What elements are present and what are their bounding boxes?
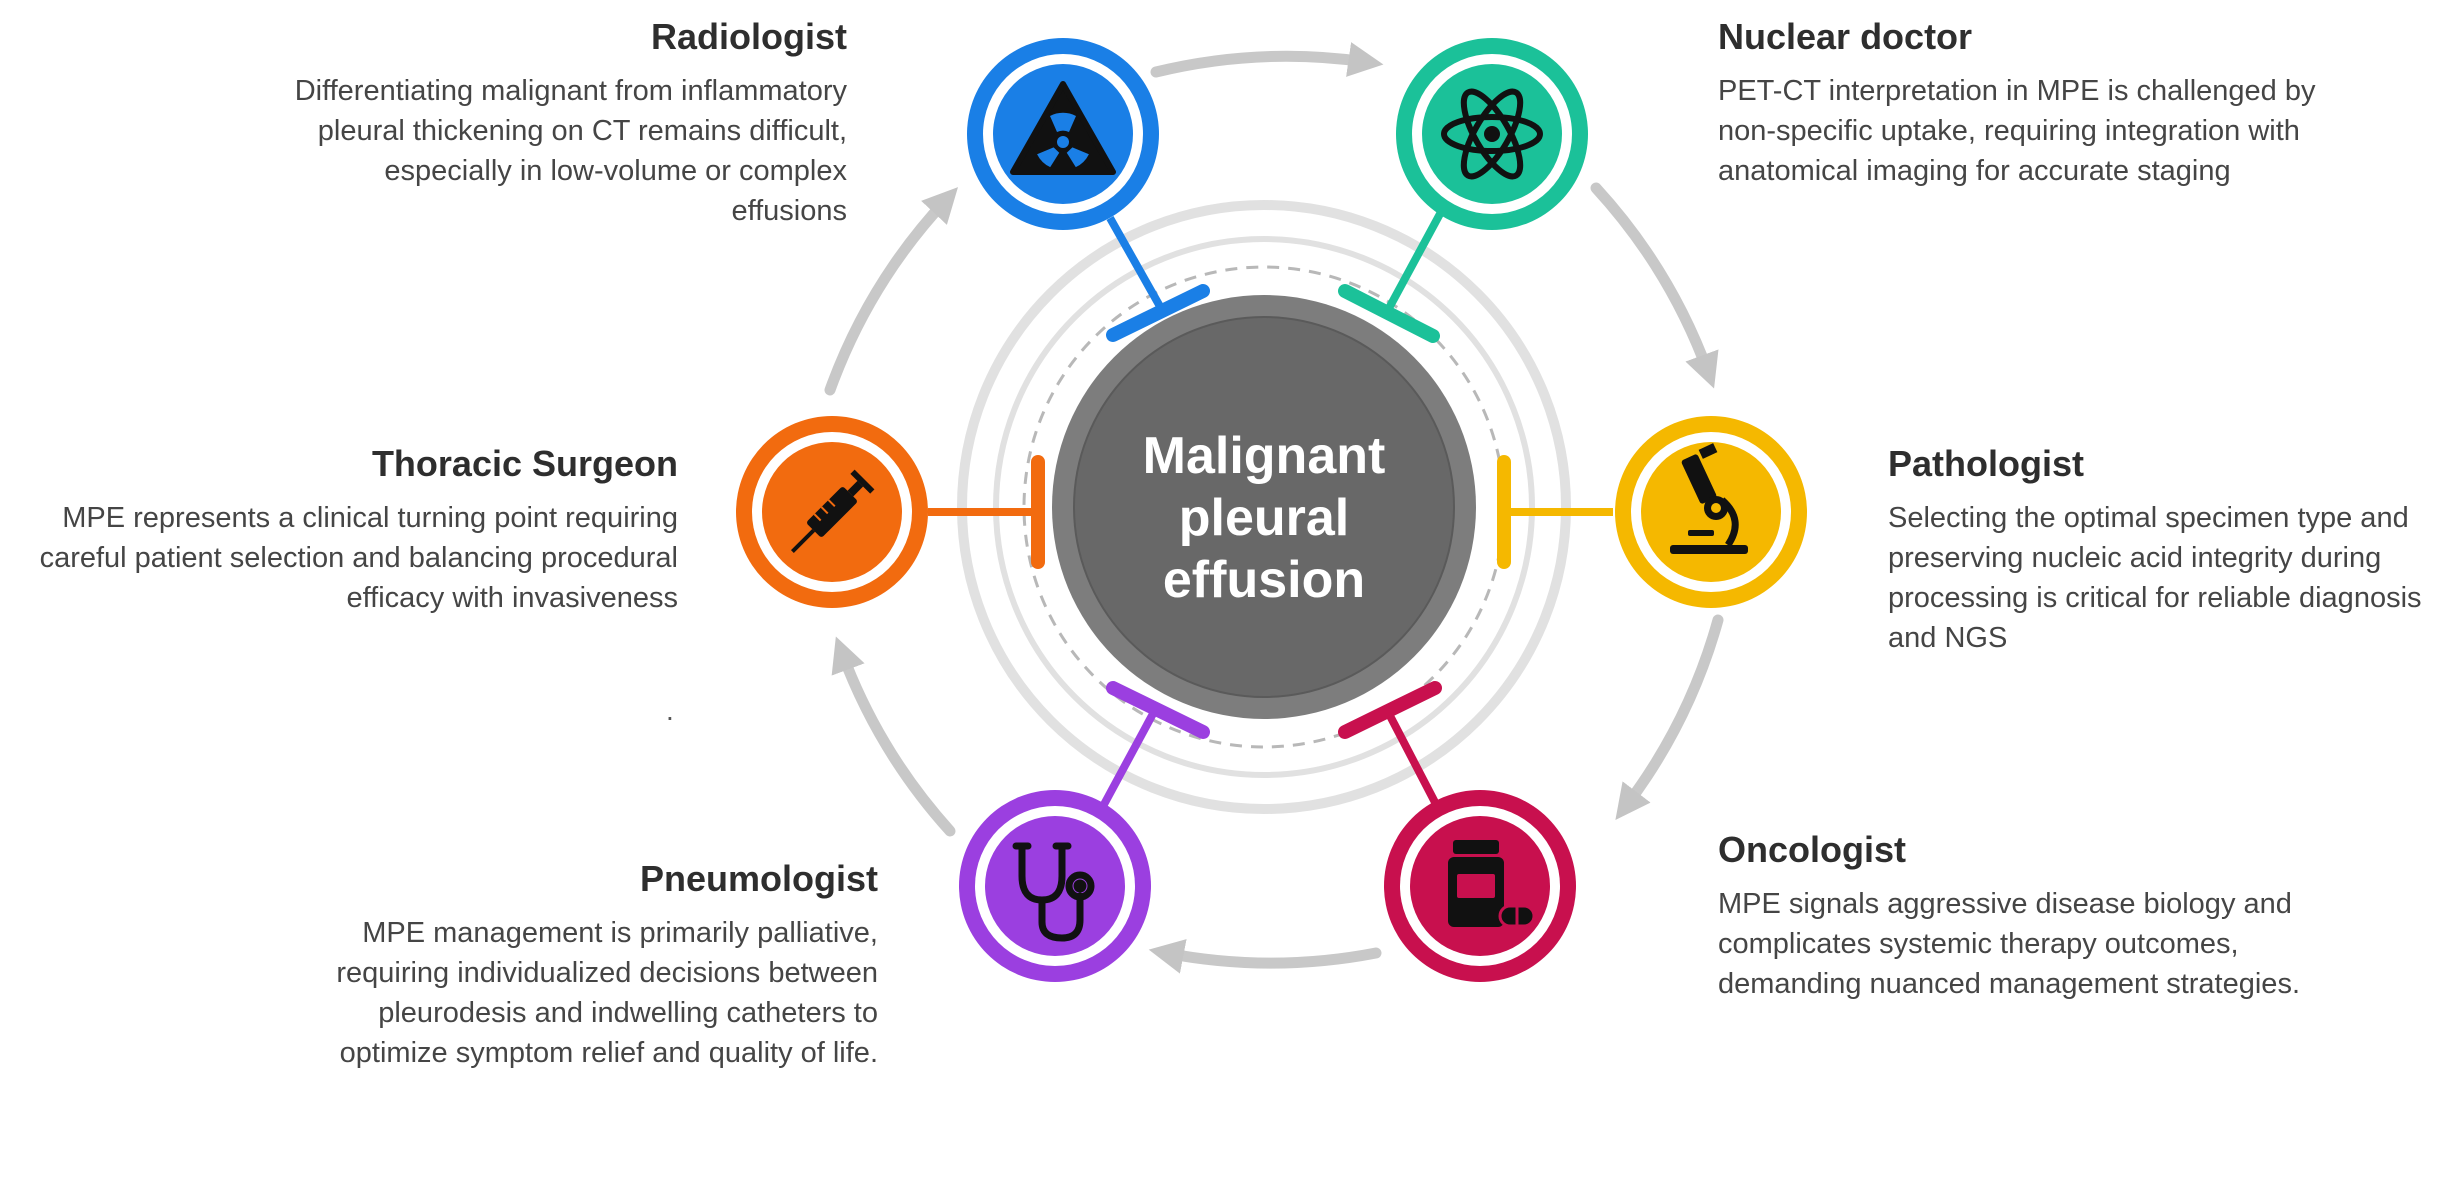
oncologist-title: Oncologist	[1718, 829, 1906, 870]
center-label-line2: pleural	[1179, 489, 1350, 547]
stethoscope-icon	[1012, 842, 1095, 942]
center-label-line1: Malignant	[1143, 427, 1386, 485]
node-oncologist	[1384, 790, 1576, 982]
surgeon-description: MPE represents a clinical turning point …	[39, 502, 678, 615]
node-nuclear	[1396, 38, 1588, 230]
node-pathologist	[1615, 416, 1807, 608]
atom-icon	[1441, 88, 1543, 180]
pneumologist-title: Pneumologist	[639, 858, 878, 899]
cycle-arrows	[824, 42, 1724, 974]
connector-radiologist	[1106, 216, 1210, 342]
node-pneumologist	[959, 790, 1151, 982]
radiologist-description: Differentiating malignant from inflammat…	[294, 75, 847, 228]
arrow-oncologist-to-pneumologist	[1148, 939, 1382, 974]
radiation-icon	[1010, 81, 1116, 175]
pathologist-title: Pathologist	[1888, 443, 2084, 484]
connector-oncologist	[1338, 681, 1443, 812]
nuclear-title: Nuclear doctor	[1718, 16, 1973, 57]
role-pathologist: Pathologist Selecting the optimal specim…	[1888, 443, 2433, 658]
arrow-nuclear-to-pathologist	[1590, 182, 1719, 389]
arrow-surgeon-to-radiologist	[824, 187, 958, 396]
role-pneumologist: Pneumologist MPE management is primarily…	[330, 858, 878, 1073]
pneumologist-description: MPE management is primarily palliative, …	[336, 917, 878, 1070]
role-radiologist: Radiologist Differentiating malignant fr…	[265, 16, 847, 231]
center-hub: Malignant pleural effusion	[1052, 295, 1476, 719]
connector-nuclear	[1338, 210, 1445, 343]
pathologist-description: Selecting the optimal specimen type and …	[1888, 502, 2422, 655]
connector-pneumologist	[1097, 681, 1210, 812]
connectors	[928, 210, 1613, 812]
oncologist-description: MPE signals aggressive disease biology a…	[1718, 888, 2300, 1001]
center-label-line3: effusion	[1163, 551, 1365, 609]
pill-bottle-icon	[1448, 840, 1536, 928]
stray-mark: .	[666, 695, 674, 726]
microscope-icon	[1670, 443, 1748, 554]
node-radiologist	[967, 38, 1159, 230]
role-surgeon: Thoracic Surgeon MPE represents a clinic…	[14, 443, 678, 618]
role-nuclear: Nuclear doctor PET-CT interpretation in …	[1718, 16, 2358, 191]
arrow-radiologist-to-nuclear	[1150, 42, 1384, 78]
node-surgeon	[736, 416, 928, 608]
surgeon-title: Thoracic Surgeon	[371, 443, 678, 484]
connector-pathologist	[1497, 455, 1613, 569]
connector-surgeon	[928, 455, 1045, 569]
arrow-pathologist-to-oncologist	[1615, 614, 1724, 821]
radiologist-title: Radiologist	[651, 16, 847, 57]
arrow-pneumologist-to-surgeon	[831, 636, 956, 837]
nuclear-description: PET-CT interpretation in MPE is challeng…	[1718, 75, 2316, 188]
syringe-icon	[790, 469, 875, 554]
role-oncologist: Oncologist MPE signals aggressive diseas…	[1718, 829, 2318, 1004]
